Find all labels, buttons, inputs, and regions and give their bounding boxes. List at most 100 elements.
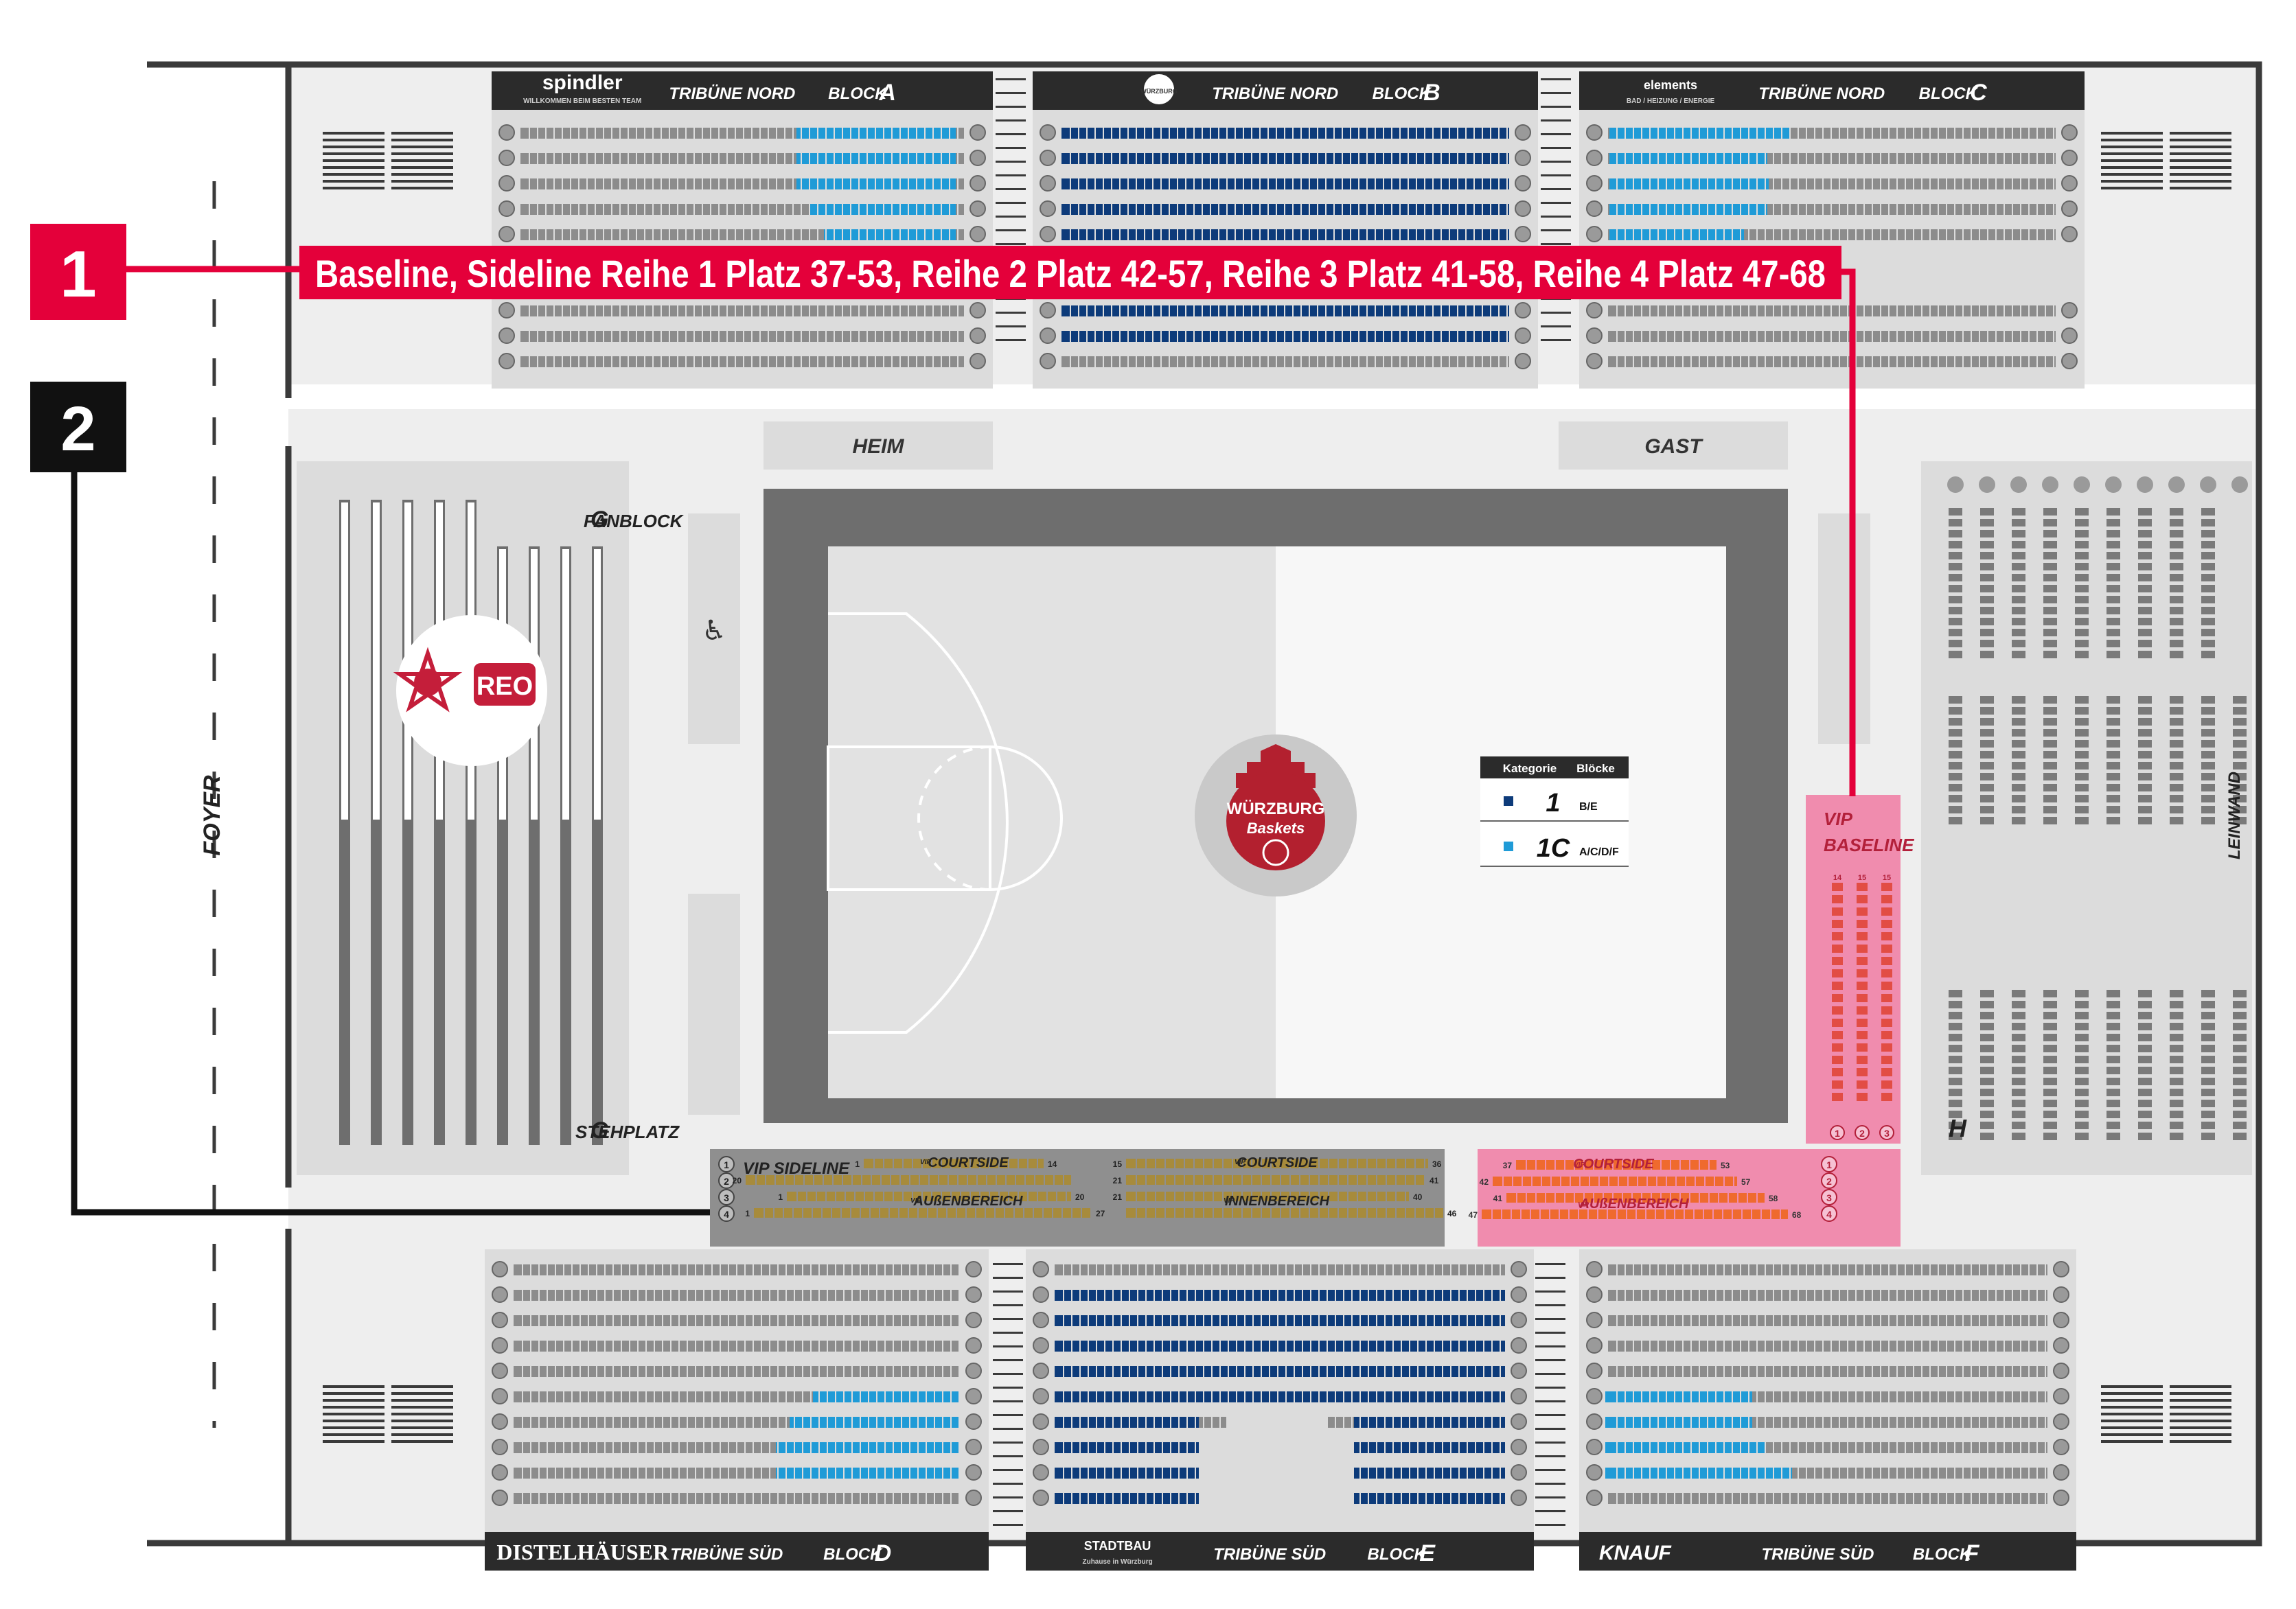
seat-divider xyxy=(1251,204,1252,215)
aisle-hatching xyxy=(1535,1263,1565,1526)
seat-divider xyxy=(654,1315,655,1326)
seat-divider xyxy=(1458,1290,1460,1301)
seat-divider xyxy=(1310,1442,1311,1453)
seat-divider xyxy=(1682,153,1684,164)
seat-divider xyxy=(1269,1366,1270,1377)
seat-divider xyxy=(1024,1175,1026,1185)
row-end-marker xyxy=(1511,1286,1527,1303)
seat-divider xyxy=(1391,331,1392,342)
seat-divider xyxy=(744,1290,746,1301)
seat-divider xyxy=(1310,1493,1311,1504)
row-marker xyxy=(718,1189,735,1205)
seat xyxy=(2106,596,2120,603)
seat-divider xyxy=(1269,1417,1270,1428)
seat xyxy=(2201,1012,2215,1019)
seat-divider xyxy=(1395,1208,1397,1218)
seat-divider xyxy=(1482,229,1483,240)
seat xyxy=(2201,563,2215,570)
seat-range xyxy=(1055,1264,1505,1275)
seat-divider xyxy=(1222,1175,1224,1185)
seat-divider xyxy=(1178,1315,1180,1326)
seat-divider xyxy=(917,1391,919,1402)
seat-divider xyxy=(687,1417,688,1428)
row-end-marker xyxy=(1586,1490,1603,1506)
seat-divider xyxy=(761,1468,762,1479)
row-end-marker xyxy=(1511,1261,1527,1277)
seat-divider xyxy=(1465,178,1467,189)
seat-divider xyxy=(916,356,917,367)
seat-divider xyxy=(1979,331,1980,342)
seat-divider xyxy=(2053,331,2054,342)
seat-divider xyxy=(1350,204,1351,215)
seat-divider xyxy=(1280,1208,1281,1218)
seat-divider xyxy=(1649,153,1651,164)
aisle-line xyxy=(993,1359,1023,1361)
seat-divider xyxy=(1094,178,1096,189)
seat-divider xyxy=(827,1468,828,1479)
seat-divider xyxy=(1806,1264,1807,1275)
seat-divider xyxy=(1269,1315,1270,1326)
seat-divider xyxy=(1954,229,1955,240)
seat xyxy=(2012,530,2025,537)
row-end-marker xyxy=(969,124,986,141)
seat-divider xyxy=(1880,1442,1881,1453)
seat-divider xyxy=(1343,1493,1344,1504)
seat-divider xyxy=(1690,1442,1692,1453)
seat-divider xyxy=(2004,178,2005,189)
seat-divider xyxy=(1506,356,1508,367)
seat-divider xyxy=(868,1391,869,1402)
seat-divider xyxy=(1086,305,1088,316)
seat-divider xyxy=(1023,1208,1024,1218)
seat-divider xyxy=(1088,1391,1089,1402)
sponsor-spindler-subline: WILLKOMMEN BEIM BESTEN TEAM xyxy=(523,97,641,105)
seat-divider xyxy=(934,1417,935,1428)
seat-divider xyxy=(1554,1160,1556,1170)
seat-divider xyxy=(1328,1175,1329,1185)
seat xyxy=(2106,552,2120,559)
seat-divider xyxy=(1383,331,1384,342)
seat-divider xyxy=(1756,1442,1758,1453)
seat-divider xyxy=(1491,1468,1493,1479)
seat-divider xyxy=(949,356,950,367)
seat xyxy=(2170,1111,2183,1118)
seat xyxy=(2075,718,2089,726)
seat-divider xyxy=(1699,1193,1700,1203)
seat-divider xyxy=(891,305,893,316)
row-end-marker xyxy=(1586,353,1603,369)
seat-divider xyxy=(2012,204,2013,215)
block-h-letter: H xyxy=(1949,1114,1967,1142)
seat-divider xyxy=(562,153,563,164)
seat-divider xyxy=(1863,1417,1865,1428)
seat-divider xyxy=(586,356,588,367)
seat-divider xyxy=(1285,1341,1287,1352)
seat-divider xyxy=(2020,1417,2021,1428)
seat-divider xyxy=(1162,1264,1163,1275)
seat xyxy=(2012,1045,2025,1052)
seat-divider xyxy=(1112,1391,1114,1402)
seat-divider xyxy=(1145,1493,1147,1504)
seat-divider xyxy=(1905,178,1906,189)
seat-divider xyxy=(628,178,629,189)
seat-divider xyxy=(776,356,777,367)
seat-range xyxy=(1055,1366,1505,1377)
seat-divider xyxy=(2004,305,2005,316)
seat xyxy=(2170,718,2183,726)
seat-divider xyxy=(1037,1159,1038,1168)
seat-divider xyxy=(899,128,901,139)
seat-divider xyxy=(1333,128,1335,139)
seat-divider xyxy=(588,1442,589,1453)
seat-divider xyxy=(1798,128,1799,139)
seat-divider xyxy=(703,1264,704,1275)
seat-divider xyxy=(1086,229,1088,240)
seat-divider xyxy=(1270,1175,1272,1185)
seat-divider xyxy=(670,1417,671,1428)
seat-divider xyxy=(1070,229,1071,240)
seat-divider xyxy=(1399,204,1401,215)
seat-divider xyxy=(1450,1315,1451,1326)
seat-divider xyxy=(1392,1442,1394,1453)
seat-divider xyxy=(942,1366,943,1377)
seat-divider xyxy=(1748,305,1749,316)
seat-divider xyxy=(1285,1442,1287,1453)
seat-divider xyxy=(835,1341,836,1352)
